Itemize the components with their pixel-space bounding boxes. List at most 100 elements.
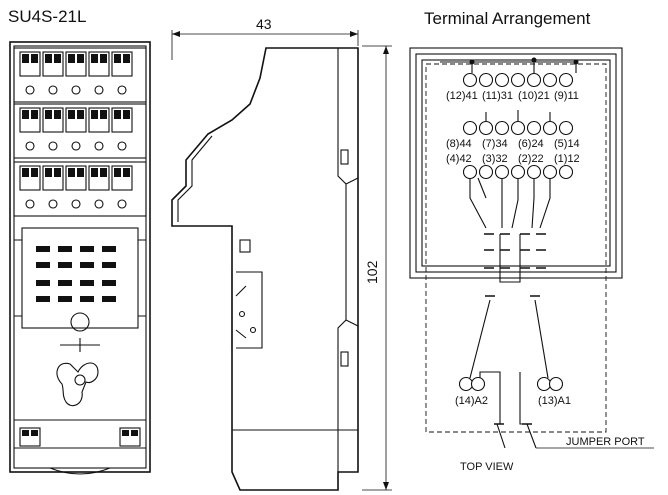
terminal-label: (4)42 [446, 153, 472, 165]
terminal-circle [510, 72, 526, 88]
terminal-label: (8)44 [446, 138, 472, 150]
terminal-screw-housing [42, 165, 64, 191]
side-inner-edge [177, 135, 213, 222]
dim-width-label: 43 [256, 16, 272, 32]
center-hole [70, 312, 90, 332]
terminal-label: (6)24 [518, 138, 544, 150]
terminal-circle [462, 164, 478, 180]
socket-slot [36, 246, 50, 252]
side-slot-upper [340, 149, 349, 165]
lower-lines [14, 419, 146, 449]
terminal-clamp [68, 110, 75, 119]
terminal-screw-housing [65, 165, 87, 191]
terminal-clamp [91, 168, 98, 177]
terminal-clamp [54, 168, 61, 177]
terminal-clamp [54, 54, 61, 63]
side-hole-1 [238, 310, 246, 318]
terminal-clamp [123, 110, 130, 119]
terminal-label: (12)41 [446, 90, 478, 102]
front-view [9, 41, 151, 475]
dim-height-label: 102 [364, 260, 380, 284]
terminal-label: (3)32 [482, 153, 508, 165]
terminal-clamp [100, 110, 107, 119]
coil-wiring [469, 295, 549, 449]
top-view-label: TOP VIEW [460, 461, 514, 473]
front-row-band [13, 161, 147, 217]
side-profile [171, 47, 359, 491]
terminal-circle [558, 72, 574, 88]
front-slot-grid [36, 246, 116, 302]
terminal-screw-housing [111, 107, 133, 133]
terminal-label: (2)22 [518, 153, 544, 165]
terminal-screw [117, 85, 127, 95]
terminal-clamp [22, 110, 29, 119]
model-title: SU4S-21L [8, 7, 86, 26]
socket-slot [102, 296, 116, 302]
terminal-circle [526, 72, 542, 88]
terminal-screw-housing [19, 51, 41, 77]
socket-slot [36, 262, 50, 268]
jumper-port-label: JUMPER PORT [566, 436, 645, 448]
socket-dashed-outline [425, 63, 607, 433]
terminal-screw-housing [19, 107, 41, 133]
terminal-screw [94, 85, 104, 95]
socket-slot [58, 280, 72, 286]
terminal-screw [48, 199, 58, 209]
trefoil-hole [74, 374, 86, 386]
coil-terminal-circle [470, 376, 486, 392]
terminal-screw-housing [88, 107, 110, 133]
terminal-clamp [68, 54, 75, 63]
terminal-rows: (12)41(11)31(10)21(9)11(8)44(7)34(6)24(5… [440, 57, 580, 180]
groove-ticks [345, 177, 359, 327]
socket-slot [58, 246, 72, 252]
front-outline [9, 41, 151, 473]
terminal-circle [462, 72, 478, 88]
terminal-clamp [114, 54, 121, 63]
terminal-screw [48, 85, 58, 95]
terminal-clamp [45, 110, 52, 119]
socket-slot [80, 262, 94, 268]
terminal-clamp [123, 54, 130, 63]
terminal-circle [494, 164, 510, 180]
terminal-clamp [45, 54, 52, 63]
coil-terminals: (14)A2 (13)A1 [455, 376, 571, 407]
wire-node [469, 59, 475, 65]
socket-slot [80, 246, 94, 252]
terminal-screw [117, 141, 127, 151]
terminal-circle [558, 120, 574, 136]
terminal-title: Terminal Arrangement [424, 9, 591, 28]
terminal-clamp [45, 168, 52, 177]
socket-slot [102, 262, 116, 268]
terminal-screw-housing [111, 51, 133, 77]
terminal-screw-housing [111, 165, 133, 191]
socket-slot [36, 296, 50, 302]
side-view: 43 102 [171, 16, 392, 491]
terminal-label: (10)21 [518, 90, 550, 102]
terminal-label: (5)14 [554, 138, 580, 150]
coil-terminal-label: (14)A2 [455, 395, 488, 407]
terminal-clamp [77, 54, 84, 63]
coil-terminal-circle [458, 376, 474, 392]
mid-wires [485, 110, 551, 121]
terminal-circle [542, 72, 558, 88]
terminal-circle [542, 164, 558, 180]
terminal-label: (9)11 [554, 90, 579, 102]
terminal-circle [526, 120, 542, 136]
wire-node [573, 59, 579, 65]
terminal-screw [25, 199, 35, 209]
terminal-screw [71, 199, 81, 209]
frame-inner [421, 59, 611, 267]
terminal-clamp [100, 54, 107, 63]
mounting-trefoil [56, 362, 99, 407]
coil-terminal-label: (13)A1 [538, 395, 571, 407]
terminal-screw [71, 85, 81, 95]
terminal-screw [94, 199, 104, 209]
terminal-clamp [123, 168, 130, 177]
coil-terminal-circle [548, 376, 564, 392]
center-frame-ticks [14, 239, 146, 317]
side-clip-angles [235, 285, 247, 339]
wire-node [531, 57, 537, 63]
side-clip [231, 270, 263, 350]
terminal-screw-housing [65, 51, 87, 77]
